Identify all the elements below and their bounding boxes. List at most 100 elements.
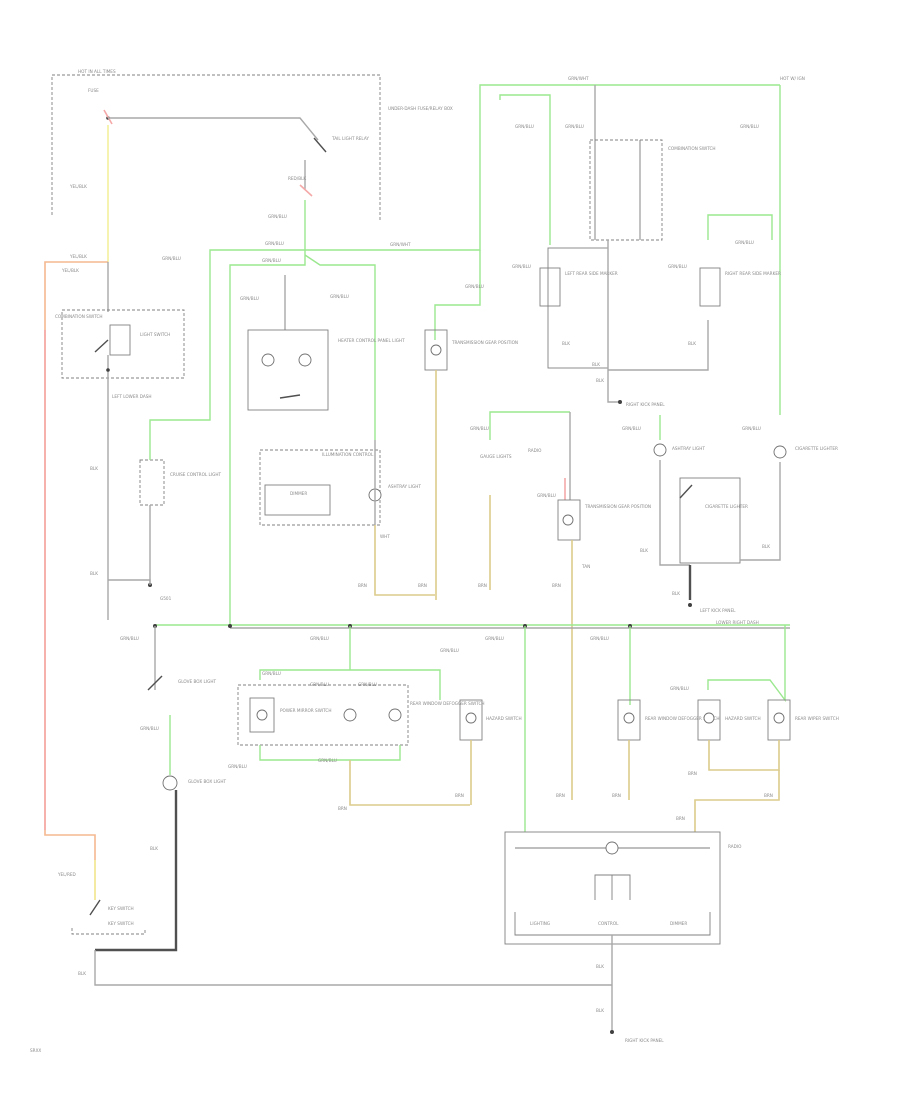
heater-control-panel-light-label: HEATER CONTROL PANEL LIGHT [338,338,405,343]
g501-label: G501 [160,596,172,601]
blk-label-5: BLK [592,362,600,367]
grn-blu-label-26: GRN/BLU [228,764,247,769]
grn-blu-label-24: GRN/BLU [310,682,329,687]
g401-node [618,400,622,404]
yel-red-label: YEL/RED [57,872,76,877]
cigarette-lighter-area: ASHTRAY LIGHT GRN/BLU CIGARETTE LIGHTER … [622,415,838,613]
grn-blu-label-3: GRN/BLU [162,256,181,261]
hazard-switch-bulb-icon-2 [703,712,715,724]
radio-ground-node [610,1030,614,1034]
gauge-lights: GRN/BLU GAUGE LIGHTS BRN RADIO [470,411,570,590]
grn-blu-label-12: GRN/BLU [740,124,759,129]
g502-node [688,603,692,607]
yel-blk-label-3: YEL/BLK [61,268,79,273]
blk-label-7: BLK [762,544,770,549]
grn-blu-label-27: GRN/BLU [318,758,337,763]
grn-blu-label-18: GRN/BLU [120,636,139,641]
fuse-label: FUSE [88,88,99,93]
transmission-gear-position-label-2: TRANSMISSION GEAR POSITION [584,504,651,509]
cigarette-switch-icon [679,484,693,499]
rear-side-markers: LEFT REAR SIDE MARKER GRN/BLU BLK RIGHT … [512,214,781,407]
brn-label-5: BRN [338,806,347,811]
key-switch-label: KEY SWITCH [108,906,134,911]
grn-blu-label-21: GRN/BLU [590,636,609,641]
radio-label-2: RADIO [728,844,742,849]
left-lower-ground: LEFT LOWER DASH BLK BLK G501 [90,394,172,601]
cigarette-lighter-label: CIGARETTE LIGHTER [705,504,748,509]
grn-blu-label-10: GRN/BLU [515,124,534,129]
transmission-gear-position: TRANSMISSION GEAR POSITION BRN GRN/BLU [418,250,518,600]
combination-switch-label: COMBINATION SWITCH [55,314,103,319]
glove-box-light: GLOVE BOX LIGHT GLOVE BOX LIGHT BLK GRN/… [95,626,226,952]
hazard-switch-bulb-icon [465,712,477,724]
ground-right-kick-label-2: RIGHT KICK PANEL [625,1038,664,1043]
page-code: SRXX [30,1048,41,1053]
grn-blu-label-11: GRN/BLU [565,124,584,129]
brn-label-9: BRN [688,771,697,776]
cruise-control-light: CRUISE CONTROL LIGHT [139,84,550,585]
ground-left-kick-label: LEFT KICK PANEL [700,608,736,613]
rear-window-defogger-label: REAR WINDOW DEFOGGER SWITCH [410,701,485,706]
brn-label-8: BRN [612,793,621,798]
glove-box-switch-icon [147,675,163,691]
grn-blu-label-13: GRN/BLU [512,264,531,269]
brn-label-4: BRN [552,583,561,588]
green-bus-top: GRN/BLU GRN/BLU GRN/BLU GRN/BLU GRN/WHT … [162,200,411,625]
at-indicator-bulb-icon [562,514,574,526]
blk-label-2: BLK [90,571,98,576]
hazard-switch-label: HAZARD SWITCH [486,716,522,721]
lower-green-bus: GRN/BLU GRN/BLU GRN/BLU GRN/BLU LOWER RI… [120,620,790,641]
grn-blu-label-19: GRN/BLU [310,636,329,641]
under-dash-fuse-label: UNDER-DASH FUSE/RELAY BOX [388,106,453,111]
glove-box-switch-label: GLOVE BOX LIGHT [178,679,216,684]
left-feed-wires: YEL/BLK YEL/BLK YEL/RED YEL/BLK [44,125,109,900]
grn-blu-label-20: GRN/BLU [485,636,504,641]
brn-label-1: BRN [358,583,367,588]
grn-blu-label-2: GRN/BLU [265,241,284,246]
brn-label-2: BRN [418,583,427,588]
lighting-label: LIGHTING [530,921,550,926]
blk-label-10: BLK [150,846,158,851]
cigarette-lighter-bulb-icon [773,445,787,459]
control-label: CONTROL [598,921,619,926]
blk-label-6: BLK [596,378,604,383]
grn-label: GRN/BLU [140,726,159,731]
grn-blu-label-22: GRN/BLU [440,648,459,653]
defogger-bulb-icon [343,708,357,722]
grn-blu-label-16: GRN/BLU [622,426,641,431]
grn-blu-label-5: GRN/BLU [240,296,259,301]
blk-label-9: BLK [672,591,680,596]
hazard-switch-label-2: HAZARD SWITCH [725,716,761,721]
grn-blu-label-4: GRN/BLU [262,258,281,263]
defogger-switch-bulb-icon [623,712,635,724]
grn-blu-label-23: GRN/BLU [262,671,281,676]
glove-box-bulb-icon [162,775,178,791]
light-switch: COMBINATION SWITCH LIGHT SWITCH [55,309,185,620]
ground-right-kick-label: RIGHT KICK PANEL [626,402,665,407]
radio-bulb-icon [605,841,619,855]
grn-wht-label-1: GRN/WHT [390,242,411,247]
ashtray-light-label-2: ASHTRAY LIGHT [672,446,705,451]
grn-blu-label-6: GRN/BLU [330,294,349,299]
heater-control-panel-light: HEATER CONTROL PANEL LIGHT [247,329,405,411]
radio-unit: RADIO LIGHTING CONTROL DIMMER RIGHT KICK… [504,831,742,1043]
cruise-control-light-label: CRUISE CONTROL LIGHT [170,472,222,477]
blk-label-12: BLK [596,1008,604,1013]
key-switch-contact-icon [89,899,101,916]
glove-box-light-label: GLOVE BOX LIGHT [188,779,226,784]
combination-switch-label-2: COMBINATION SWITCH [668,146,716,151]
blk-label-13: BLK [78,971,86,976]
at-gear-indicator: TRANSMISSION GEAR POSITION TAN GRN/BLU B… [537,412,651,795]
grn-blu-label-15: GRN/BLU [735,240,754,245]
dimmer-label: DIMMER [290,491,307,496]
light-switch-contact-icon [94,339,109,353]
yel-blk-label-2: YEL/BLK [69,254,87,259]
tan-label: TAN [581,564,590,569]
grn-blu-label-17: GRN/BLU [742,426,761,431]
hot-with-ign-label: HOT W/ IGN [780,76,805,81]
fuse-element-icon [103,109,113,125]
grn-blu-label-14: GRN/BLU [668,264,687,269]
bulb-icon [298,353,312,367]
red-blk-label: RED/BLK [288,176,306,181]
